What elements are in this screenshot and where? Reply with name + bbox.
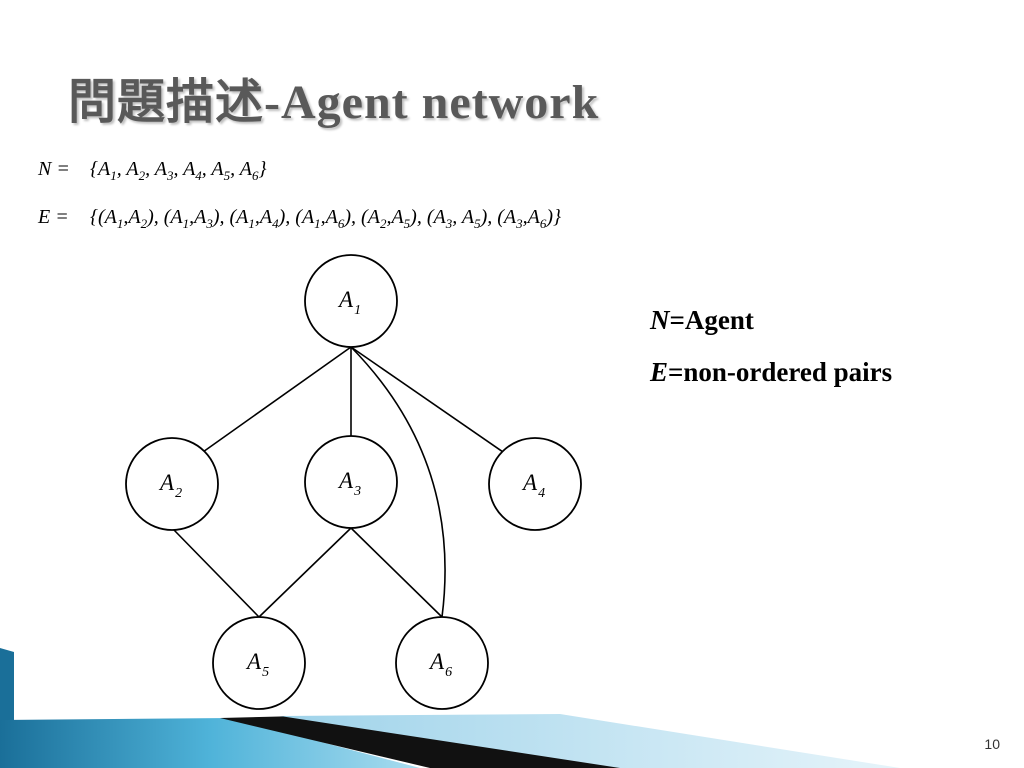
edge-a3-a6	[350, 527, 443, 618]
node-label: A4	[521, 470, 545, 501]
node-circle	[395, 616, 489, 710]
edge-a2-a5	[173, 529, 260, 618]
legend-n-symbol: N	[650, 305, 670, 335]
node-label: A5	[245, 649, 269, 680]
node-a3: A3	[304, 435, 398, 529]
node-set-formula: N = {A1, A2, A3, A4, A5, A6}	[38, 158, 267, 184]
edge-set-lhs: E =	[38, 206, 69, 228]
edge-set-rhs: {(A1,A2), (A1,A3), (A1,A4), (A1,A6), (A2…	[90, 206, 561, 231]
edge-a1-a6	[350, 346, 446, 618]
node-set-rhs: {A1, A2, A3, A4, A5, A6}	[90, 158, 267, 183]
legend-e: E=non-ordered pairs	[650, 357, 892, 388]
node-a6: A6	[395, 616, 489, 710]
node-a4: A4	[488, 437, 582, 531]
page-number: 10	[984, 736, 1000, 752]
node-label: A1	[337, 287, 361, 318]
legend-e-symbol: E	[650, 357, 669, 387]
node-circle	[304, 435, 398, 529]
node-a1: A1	[304, 254, 398, 348]
edge-a1-a2	[203, 346, 352, 452]
node-circle	[488, 437, 582, 531]
legend-n-text: =Agent	[669, 305, 754, 335]
node-label: A2	[158, 470, 182, 501]
node-label: A6	[428, 649, 452, 680]
edge-a1-a4	[350, 346, 503, 453]
node-circle	[125, 437, 219, 531]
edge-set-formula: E = {(A1,A2), (A1,A3), (A1,A4), (A1,A6), …	[38, 206, 561, 232]
legend-e-text: =non-ordered pairs	[668, 357, 893, 387]
node-circle	[212, 616, 306, 710]
edge-a3-a5	[258, 527, 352, 618]
page-title: 問題描述-Agent network	[68, 76, 600, 129]
legend-n: N=Agent	[650, 305, 754, 336]
node-a2: A2	[125, 437, 219, 531]
node-circle	[304, 254, 398, 348]
node-a5: A5	[212, 616, 306, 710]
node-set-lhs: N =	[38, 158, 70, 180]
node-label: A3	[337, 468, 361, 499]
